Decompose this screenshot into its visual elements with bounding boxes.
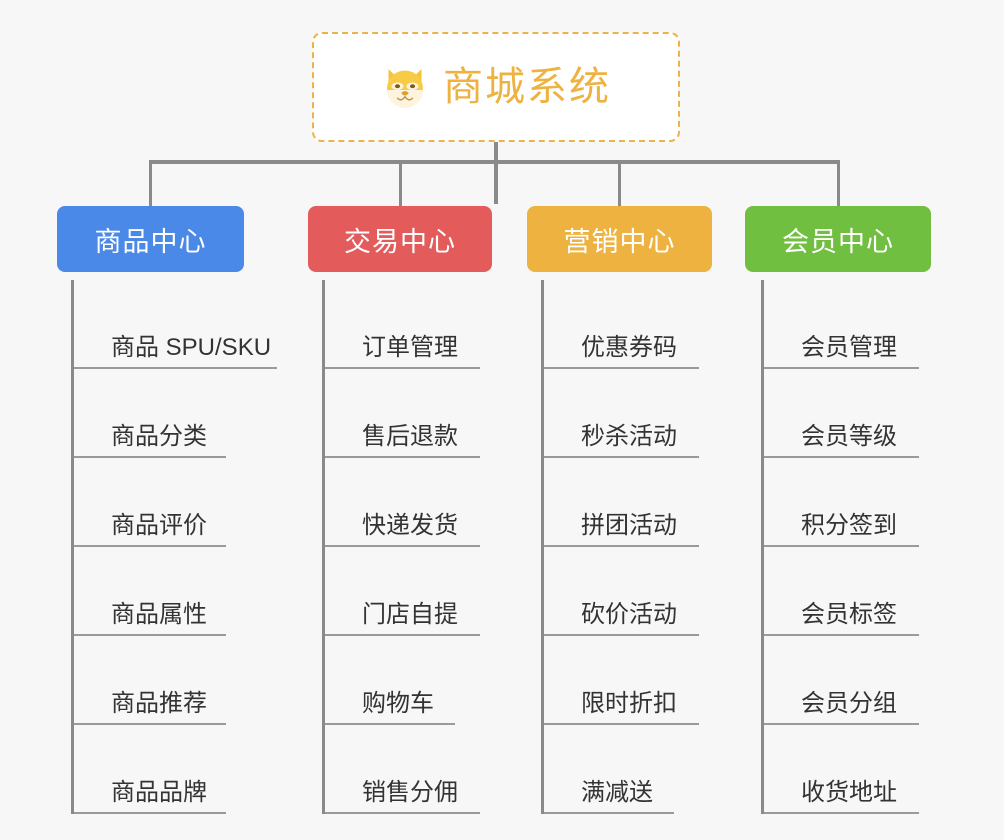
item-underline [325,367,480,369]
item-underline [74,545,226,547]
item-label: 商品分类 [111,423,207,450]
item-underline [325,545,480,547]
item-underline [764,812,919,814]
category-box-1[interactable]: 商品中心 [57,206,244,272]
item-underline [325,812,480,814]
item-underline [325,634,480,636]
category-label-4: 会员中心 [782,226,894,257]
list-item[interactable]: 限时折扣 [541,636,701,725]
list-item[interactable]: 会员管理 [761,280,921,369]
item-underline [325,456,480,458]
list-item[interactable]: 门店自提 [322,547,482,636]
item-underline [74,634,226,636]
item-underline [544,812,674,814]
item-underline [325,723,455,725]
item-underline [764,545,919,547]
item-label: 会员管理 [801,334,897,361]
connector-bus [149,160,840,164]
list-item[interactable]: 商品属性 [71,547,277,636]
category-label-1: 商品中心 [94,226,207,257]
item-label: 限时折扣 [581,690,677,717]
item-label: 商品属性 [111,601,207,628]
item-label: 商品推荐 [111,690,207,717]
item-underline [544,456,699,458]
list-item[interactable]: 购物车 [322,636,482,725]
list-item[interactable]: 优惠券码 [541,280,701,369]
column-spine-3 [541,280,544,814]
list-item[interactable]: 会员标签 [761,547,921,636]
list-item[interactable]: 商品品牌 [71,725,277,814]
list-item[interactable]: 商品推荐 [71,636,277,725]
item-label: 售后退款 [362,423,458,450]
connector-drop-4 [837,160,840,206]
list-item[interactable]: 商品评价 [71,458,277,547]
item-label: 砍价活动 [581,601,677,628]
item-underline [74,723,226,725]
list-item[interactable]: 积分签到 [761,458,921,547]
item-underline [74,456,226,458]
item-label: 商品评价 [111,512,207,539]
item-label: 积分签到 [801,512,897,539]
column-spine-2 [322,280,325,814]
list-item[interactable]: 满减送 [541,725,701,814]
list-item[interactable]: 收货地址 [761,725,921,814]
list-item[interactable]: 会员分组 [761,636,921,725]
category-box-2[interactable]: 交易中心 [308,206,492,272]
item-label: 订单管理 [362,334,458,361]
list-item[interactable]: 订单管理 [322,280,482,369]
connector-root-trunk [494,142,498,204]
item-label: 满减送 [581,779,653,806]
list-item[interactable]: 会员等级 [761,369,921,458]
column-4: 会员管理 会员等级 积分签到 会员标签 会员分组 收货地址 [761,280,921,814]
item-label: 会员分组 [801,690,897,717]
list-item[interactable]: 砍价活动 [541,547,701,636]
column-1: 商品 SPU/SKU 商品分类 商品评价 商品属性 商品推荐 商品品牌 [71,280,277,814]
item-label: 商品 SPU/SKU [111,334,272,361]
list-item[interactable]: 销售分佣 [322,725,482,814]
item-underline [764,634,919,636]
list-item[interactable]: 商品 SPU/SKU [71,280,277,369]
item-label: 会员标签 [801,601,897,628]
category-box-3[interactable]: 营销中心 [527,206,712,272]
item-label: 秒杀活动 [581,423,677,450]
item-underline [544,367,699,369]
item-label: 拼团活动 [581,512,677,539]
list-item[interactable]: 秒杀活动 [541,369,701,458]
item-label: 销售分佣 [362,779,458,806]
list-item[interactable]: 售后退款 [322,369,482,458]
item-underline [544,723,699,725]
connector-drop-1 [149,160,152,206]
item-label: 优惠券码 [581,334,677,361]
item-label: 快递发货 [362,512,458,539]
column-spine-1 [71,280,74,814]
category-box-4[interactable]: 会员中心 [745,206,931,272]
list-item[interactable]: 拼团活动 [541,458,701,547]
item-label: 收货地址 [801,779,897,806]
list-item[interactable]: 快递发货 [322,458,482,547]
item-label: 会员等级 [801,423,897,450]
item-underline [74,367,277,369]
list-item[interactable]: 商品分类 [71,369,277,458]
item-underline [764,367,919,369]
column-spine-4 [761,280,764,814]
item-underline [764,456,919,458]
item-label: 门店自提 [362,601,458,628]
item-underline [544,634,699,636]
column-2: 订单管理 售后退款 快递发货 门店自提 购物车 销售分佣 [322,280,482,814]
category-label-2: 交易中心 [344,226,456,257]
column-3: 优惠券码 秒杀活动 拼团活动 砍价活动 限时折扣 满减送 [541,280,701,814]
item-label: 商品品牌 [111,779,207,806]
root-node-label: 商城系统 [443,65,611,109]
item-underline [764,723,919,725]
connector-drop-2 [399,160,402,206]
category-label-3: 营销中心 [563,226,676,257]
item-label: 购物车 [362,690,434,717]
connector-drop-3 [618,160,621,206]
root-node[interactable]: 商城系统 [312,32,680,142]
item-underline [74,812,226,814]
item-underline [544,545,699,547]
shiba-dog-icon [381,63,429,111]
